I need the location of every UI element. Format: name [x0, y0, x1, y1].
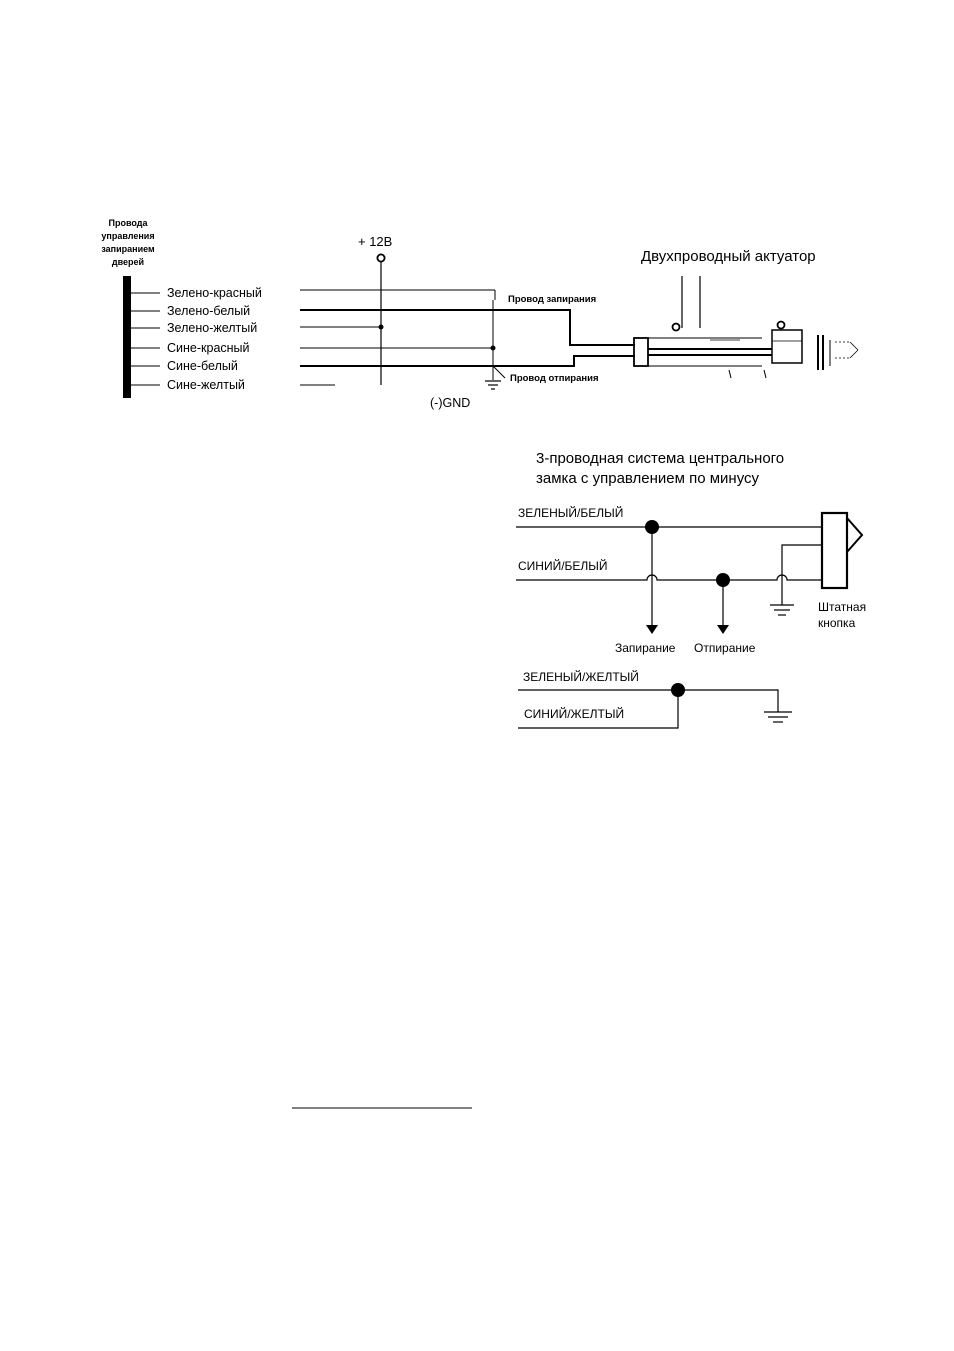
bus-title-line-2: управления [101, 231, 154, 241]
wire-label-blue-white-caps: СИНИЙ/БЕЛЫЙ [518, 558, 608, 573]
ground-symbol-icon [764, 711, 792, 723]
lock-arrow-icon [646, 625, 658, 634]
diagram-2-title-line-1: 3-проводная система центрального [536, 450, 784, 467]
wire-label-green-white: Зелено-белый [167, 304, 250, 318]
factory-button-icon [820, 511, 864, 590]
lock-label: Запирание [615, 641, 676, 655]
bus-title-line-3: запиранием [101, 244, 155, 254]
gnd-label: (-)GND [430, 396, 470, 410]
button-label-line-1: Штатная [818, 600, 866, 614]
diagram-2-title-line-2: замка с управлением по минусу [536, 470, 760, 487]
junction-dot [378, 324, 384, 330]
wire-label-green-white-caps: ЗЕЛЕНЫЙ/БЕЛЫЙ [518, 505, 623, 520]
unlock-label: Отпирание [694, 641, 756, 655]
actuator-title: Двухпроводный актуатор [641, 248, 816, 265]
wire-label-green-red: Зелено-красный [167, 286, 262, 300]
wire-label-green-yellow-caps: ЗЕЛЕНЫЙ/ЖЕЛТЫЙ [523, 669, 639, 684]
unlock-wire-label: Провод отпирания [510, 373, 599, 384]
junction-dot [716, 573, 730, 587]
wire-label-blue-yellow: Сине-желтый [167, 378, 245, 392]
power-terminal-icon [376, 253, 386, 263]
wire-label-blue-yellow-caps: СИНИЙ/ЖЕЛТЫЙ [524, 706, 624, 721]
button-label-line-2: кнопка [818, 616, 856, 630]
wire-label-blue-white: Сине-белый [167, 359, 238, 373]
unlock-arrow-icon [717, 625, 729, 634]
power-label: + 12В [358, 234, 392, 249]
diagram-1: Провода управления запиранием дверей Зел… [101, 218, 859, 410]
actuator-icon [633, 276, 859, 379]
diagram-2: 3-проводная система центрального замка с… [516, 450, 866, 729]
diagram-1-wires [300, 262, 635, 386]
bus-title-line-1: Провода [109, 218, 149, 228]
diagram-2-lower-wires [518, 689, 779, 729]
lock-wire-label: Провод запирания [508, 294, 596, 305]
wire-label-blue-red: Сине-красный [167, 341, 250, 355]
bus-title-line-4: дверей [112, 257, 144, 267]
junction-dot [490, 345, 496, 351]
ground-symbol-icon [485, 380, 501, 390]
wire-label-green-yellow: Зелено-желтый [167, 321, 257, 335]
ground-symbol-icon [770, 604, 794, 616]
connector-bar [123, 276, 131, 398]
junction-dot [645, 520, 659, 534]
junction-dot [671, 683, 685, 697]
pin-stubs [131, 292, 160, 386]
